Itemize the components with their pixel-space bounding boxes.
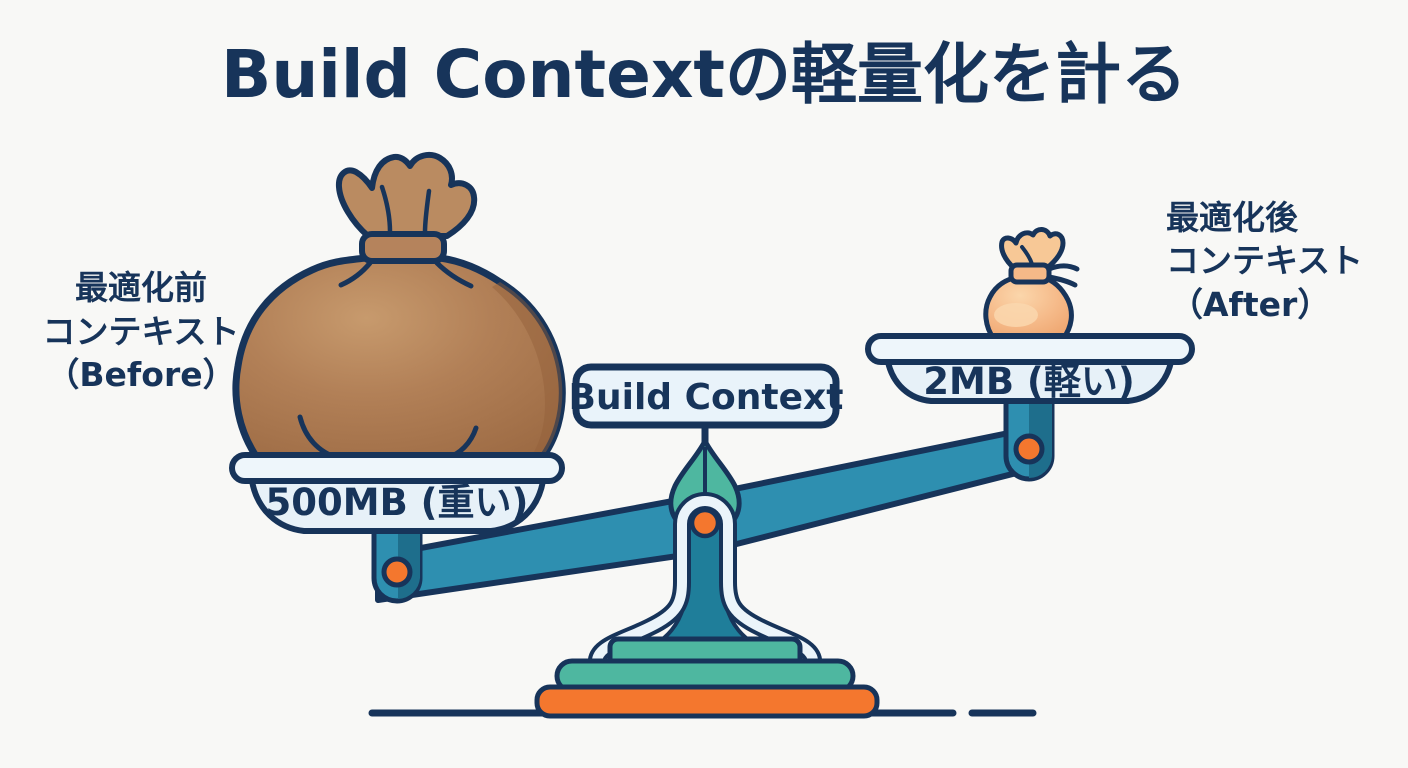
- after-label: 最適化後 コンテキスト （After）: [1166, 198, 1363, 324]
- after-label-line1: 最適化後: [1166, 198, 1299, 237]
- pedestal-band: [591, 496, 819, 670]
- after-label-line2: コンテキスト: [1166, 241, 1363, 280]
- left-hanger: [371, 513, 423, 604]
- beam-label: Build Context: [569, 377, 844, 418]
- heavy-pan-label: 500MB (重い): [266, 481, 529, 524]
- light-pan-label: 2MB (軽い): [923, 360, 1134, 403]
- left-pivot-icon: [381, 556, 413, 588]
- right-pivot-icon: [1013, 433, 1045, 465]
- right-hanger: [1003, 393, 1055, 482]
- before-label-line3: （Before）: [46, 355, 235, 394]
- before-label-line1: 最適化前: [75, 268, 207, 307]
- light-pan-rim: [865, 333, 1195, 365]
- light-pan-bowl: [885, 359, 1174, 404]
- heavy-pan-rim: [229, 452, 565, 484]
- heavy-pan: 500MB (重い): [229, 452, 565, 534]
- heavy-sack-icon: [232, 151, 566, 463]
- center-pivot-icon: [689, 507, 721, 539]
- before-label: 最適化前 コンテキスト （Before）: [42, 268, 239, 394]
- light-sack-icon: [983, 227, 1080, 342]
- light-pan: 2MB (軽い): [865, 333, 1195, 404]
- pedestal: [534, 438, 880, 719]
- after-label-line3: （After）: [1170, 285, 1330, 324]
- pedestal-base: [534, 684, 880, 719]
- beam-label-box: Build Context: [569, 363, 844, 429]
- heavy-pan-bowl: [249, 478, 546, 534]
- page-title: Build Contextの軽量化を計る: [221, 36, 1187, 113]
- before-label-line2: コンテキスト: [42, 312, 239, 351]
